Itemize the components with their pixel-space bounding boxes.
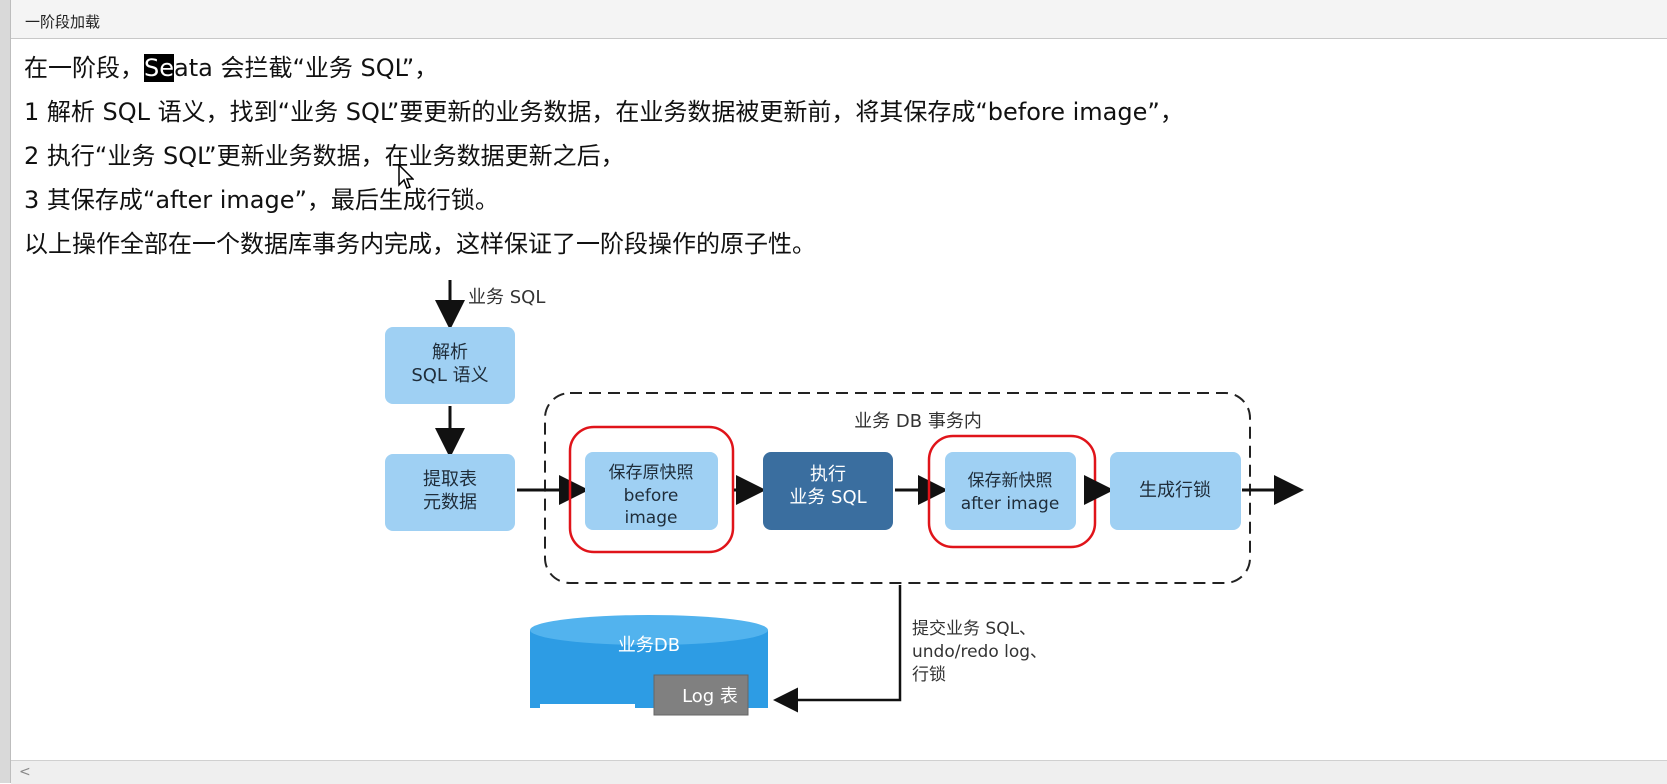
paragraph-line-3[interactable]: 2 执行“业务 SQL”更新业务数据，在业务数据更新之后， <box>24 142 625 170</box>
input-label: 业务 SQL <box>468 287 545 308</box>
log-table-box <box>653 674 749 716</box>
before-image-box <box>585 452 718 530</box>
after-box-line2: after image <box>961 494 1060 514</box>
db-label: 业务DB <box>618 635 680 656</box>
text-content: 在一阶段，Seata 会拦截“业务 SQL”， 1 解析 SQL 语义，找到“业… <box>24 46 1644 266</box>
paragraph-line-5[interactable]: 以上操作全部在一个数据库事务内完成，这样保证了一阶段操作的原子性。 <box>24 230 816 258</box>
text-selection[interactable]: Se <box>144 54 174 82</box>
parse-box-line1: 解析 <box>432 342 468 363</box>
window-left-border <box>0 0 11 783</box>
paragraph-line-1[interactable]: 在一阶段，Seata 会拦截“业务 SQL”， <box>24 46 1644 90</box>
horizontal-scrollbar[interactable]: < <box>11 760 1667 784</box>
extract-box-line1: 提取表 <box>423 469 477 490</box>
exec-box-line1: 执行 <box>810 464 846 485</box>
commit-note-line1: 提交业务 SQL、 <box>912 619 1036 639</box>
extract-metadata-box <box>385 454 515 531</box>
db-transaction-region <box>544 392 1251 584</box>
mouse-cursor-icon <box>398 164 414 189</box>
transaction-label: 业务 DB 事务内 <box>854 411 982 432</box>
scroll-left-icon[interactable]: < <box>19 764 31 780</box>
paragraph-line-2[interactable]: 1 解析 SQL 语义，找到“业务 SQL”要更新的业务数据，在业务数据被更新前… <box>24 98 1184 126</box>
commit-connector <box>773 585 902 713</box>
commit-note-line2: undo/redo log、 <box>912 642 1047 662</box>
after-box-line1: 保存新快照 <box>968 471 1053 491</box>
parse-sql-box <box>385 327 515 404</box>
before-box-line1: 保存原快照 <box>609 463 694 483</box>
seata-phase1-diagram: 业务 SQL 解析 SQL 语义 提取表 元数据 业务 DB 事务内 保存原快照… <box>385 280 1304 716</box>
before-image-highlight <box>568 425 735 554</box>
db-cylinder-top <box>530 615 768 645</box>
exec-box-line2: 业务 SQL <box>789 487 866 508</box>
row-lock-label: 生成行锁 <box>1139 480 1211 501</box>
commit-note-line3: 行锁 <box>912 665 946 685</box>
title-bar: 一阶段加载 <box>11 0 1667 39</box>
line1-suffix: ata 会拦截“业务 SQL”， <box>174 54 439 82</box>
before-box-line3: image <box>625 508 678 528</box>
execute-sql-box <box>763 452 893 530</box>
paragraph-line-4[interactable]: 3 其保存成“after image”，最后生成行锁。 <box>24 186 499 214</box>
before-box-line2: before <box>624 486 679 506</box>
db-table-stub <box>540 704 635 710</box>
log-table-label: Log 表 <box>682 686 738 707</box>
after-image-box <box>945 452 1076 530</box>
line1-prefix: 在一阶段， <box>24 54 144 82</box>
row-lock-box <box>1110 452 1241 530</box>
window-title: 一阶段加载 <box>25 13 101 31</box>
parse-box-line2: SQL 语义 <box>411 365 488 386</box>
extract-box-line2: 元数据 <box>423 492 477 513</box>
